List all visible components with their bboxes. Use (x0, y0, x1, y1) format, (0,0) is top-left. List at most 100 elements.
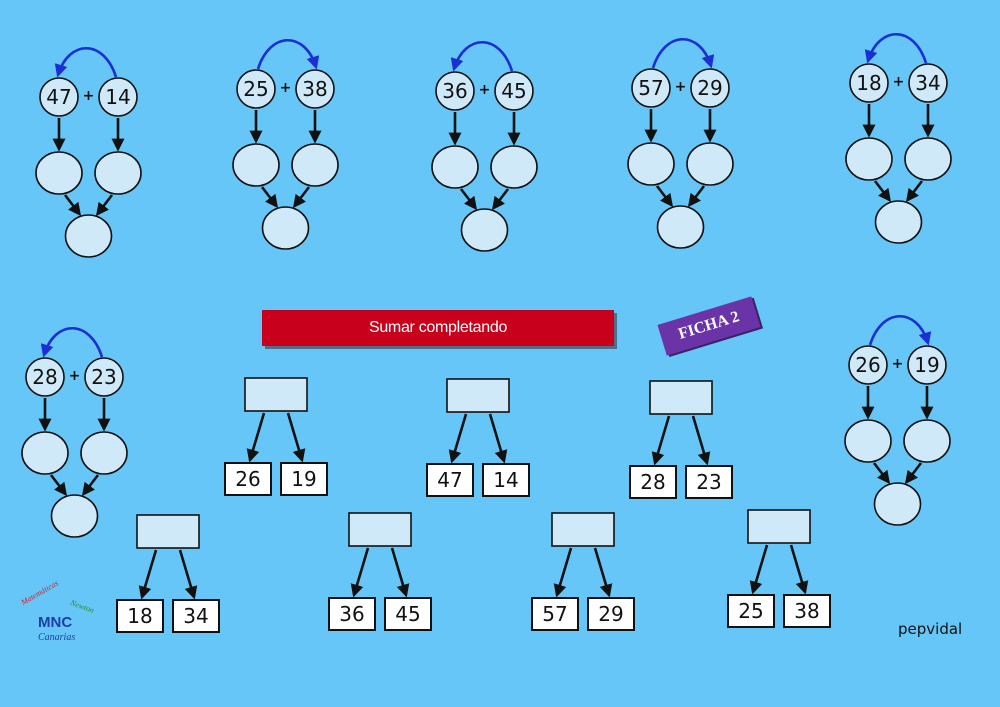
addend-b-box (783, 594, 831, 628)
addend-b-box (685, 465, 733, 499)
converge-arrow-icon (491, 188, 510, 211)
addend-b-circle (98, 77, 138, 117)
plus-sign: + (893, 74, 905, 90)
step-answer-circle[interactable] (291, 143, 339, 187)
addend-b-value: 23 (696, 470, 721, 494)
logo-main-text: MNC (38, 614, 73, 631)
step-answer-circle[interactable] (431, 145, 479, 189)
addend-b-value: 19 (291, 467, 316, 491)
down-arrow-icon (448, 413, 468, 464)
addend-b-box (384, 597, 432, 631)
result-box[interactable] (244, 377, 308, 412)
result-circle[interactable] (656, 205, 705, 249)
addend-a-circle (236, 69, 276, 109)
down-arrow-icon (286, 412, 306, 463)
down-arrow-icon (691, 415, 711, 466)
down-arrow-icon (390, 547, 410, 598)
addend-a-value: 47 (46, 85, 71, 109)
plus-sign: + (675, 79, 687, 95)
converge-arrow-icon (655, 185, 674, 208)
plus-sign: + (69, 368, 81, 384)
result-circle[interactable] (64, 214, 113, 258)
result-box[interactable] (348, 512, 412, 547)
result-box[interactable] (649, 380, 713, 415)
addend-b-value: 29 (697, 76, 722, 100)
box-diagram: 57 29 (531, 512, 635, 631)
addend-b-circle (908, 63, 948, 103)
down-arrow-icon (593, 547, 613, 598)
step-answer-circle[interactable] (80, 431, 128, 475)
curved-arrow-icon (54, 47, 118, 78)
step-answer-circle[interactable] (904, 137, 952, 181)
step-answer-circle[interactable] (232, 143, 280, 187)
addend-b-circle (690, 68, 730, 108)
converge-arrow-icon (63, 194, 82, 217)
curved-arrow-icon (40, 327, 104, 358)
result-circle[interactable] (874, 200, 923, 244)
addend-a-value: 18 (127, 604, 152, 628)
step-answer-circle[interactable] (21, 431, 69, 475)
result-circle[interactable] (261, 206, 310, 250)
addend-b-value: 29 (598, 602, 623, 626)
circle-diagram: 47 14 + (35, 47, 142, 258)
down-arrow-icon (178, 549, 198, 600)
addend-a-circle (848, 345, 888, 385)
addend-a-box (426, 463, 474, 497)
step-answer-circle[interactable] (903, 419, 951, 463)
plus-sign: + (83, 88, 95, 104)
page-title: Sumar completando (368, 319, 508, 336)
converge-arrow-icon (459, 188, 478, 211)
addend-a-circle (631, 68, 671, 108)
result-box[interactable] (136, 514, 200, 549)
addend-b-value: 14 (105, 85, 130, 109)
addend-a-value: 28 (32, 365, 57, 389)
step-answer-circle[interactable] (94, 151, 142, 195)
result-circle[interactable] (50, 494, 99, 538)
converge-arrow-icon (872, 462, 891, 485)
addend-a-value: 57 (542, 602, 567, 626)
result-box[interactable] (446, 378, 510, 413)
down-arrow-icon (350, 547, 370, 598)
curved-arrow-icon (868, 315, 932, 346)
plus-sign: + (479, 82, 491, 98)
addend-b-box (280, 462, 328, 496)
step-answer-circle[interactable] (490, 145, 538, 189)
box-diagram: 28 23 (629, 380, 733, 499)
step-answer-circle[interactable] (627, 142, 675, 186)
addend-a-value: 28 (640, 470, 665, 494)
converge-arrow-icon (49, 474, 68, 497)
addend-b-value: 23 (91, 365, 116, 389)
result-box[interactable] (747, 509, 811, 544)
addend-a-value: 26 (235, 467, 260, 491)
addend-b-value: 45 (501, 79, 526, 103)
addend-a-value: 26 (855, 353, 880, 377)
addend-a-circle (25, 357, 65, 397)
title-bar: Sumar completando (262, 310, 614, 346)
step-answer-circle[interactable] (686, 142, 734, 186)
addend-b-value: 45 (395, 602, 420, 626)
addend-a-box (629, 465, 677, 499)
addend-a-circle (435, 71, 475, 111)
author-credit: pepvidal (898, 620, 963, 638)
curved-arrow-icon (864, 33, 928, 64)
result-circle[interactable] (460, 208, 509, 252)
step-answer-circle[interactable] (845, 137, 893, 181)
down-arrow-icon (789, 544, 809, 595)
addend-b-value: 19 (914, 353, 939, 377)
addend-a-circle (39, 77, 79, 117)
addend-a-box (224, 462, 272, 496)
curved-arrow-icon (651, 38, 715, 69)
step-answer-circle[interactable] (35, 151, 83, 195)
down-arrow-icon (246, 412, 266, 463)
addend-a-box (727, 594, 775, 628)
converge-arrow-icon (292, 186, 311, 209)
converge-arrow-icon (260, 186, 279, 209)
result-box[interactable] (551, 512, 615, 547)
result-circle[interactable] (873, 482, 922, 526)
step-answer-circle[interactable] (844, 419, 892, 463)
